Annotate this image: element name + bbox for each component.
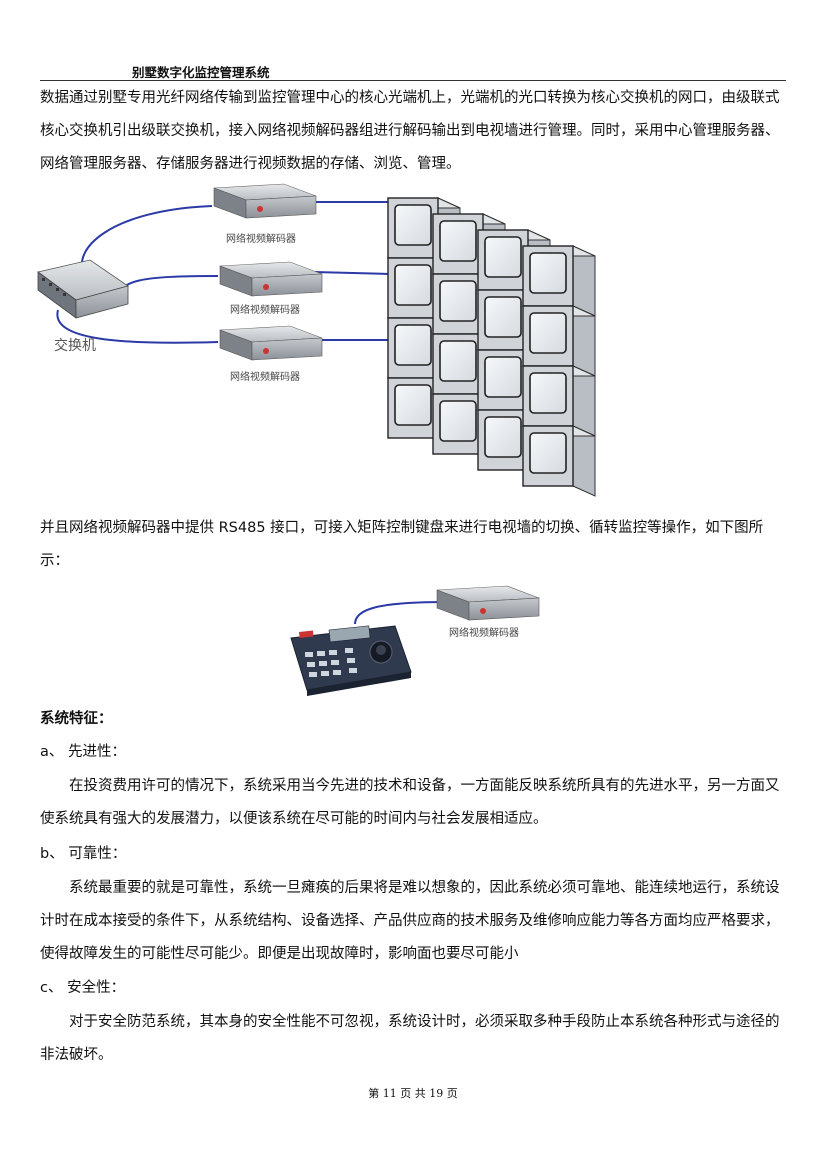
feature-b-title: b、 可靠性： [40,846,127,862]
decoder-device-4 [436,585,540,621]
decoder-device-3 [219,325,323,361]
video-wall-diagram: 交换机 网络视频解码器 网络视频解码器 网络视频解码器 [37,183,596,497]
intro-paragraph: 数据通过别墅专用光纤网络传输到监控管理中心的核心光端机上，光端机的光口转换为核心… [40,90,780,172]
decoder-device-2 [219,261,323,297]
page-footer: 第 11 页 共 19 页 [368,1087,458,1100]
feature-c-title: c、 安全性： [40,980,126,996]
decoder-label-1: 网络视频解码器 [226,232,296,245]
wall-monitor [477,229,551,301]
feature-a-title: a、 先进性： [40,744,126,760]
feature-c-body: 对于安全防范系统，其本身的安全性能不可忽视，系统设计时，必须采取多种手段防止本系… [40,1014,780,1063]
page-header: 别墅数字化监控管理系统 [40,62,786,81]
decoder-label-4: 网络视频解码器 [449,626,519,639]
wall-monitor [522,425,596,497]
header-title: 别墅数字化监控管理系统 [132,65,270,80]
video-wall [387,197,596,497]
wall-monitor [522,305,596,377]
feature-a-body: 在投资费用许可的情况下，系统采用当今先进的技术和设备，一方面能反映系统所具有的先… [40,778,780,827]
decoder-label-2: 网络视频解码器 [230,303,300,316]
decoder-device-1 [213,183,317,219]
switch-device [37,259,129,319]
wall-monitor [522,365,596,437]
rs485-paragraph: 并且网络视频解码器中提供 RS485 接口，可接入矩阵控制键盘来进行电视墙的切换… [40,520,764,569]
feature-b-body: 系统最重要的就是可靠性，系统一旦瘫痪的后果将是难以想象的，因此系统必须可靠地、能… [40,880,780,962]
keyboard-diagram: 网络视频解码器 [290,585,540,696]
control-keyboard [290,625,412,696]
switch-label: 交换机 [54,337,96,354]
decoder-label-3: 网络视频解码器 [230,370,300,383]
features-heading: 系统特征： [40,711,113,727]
